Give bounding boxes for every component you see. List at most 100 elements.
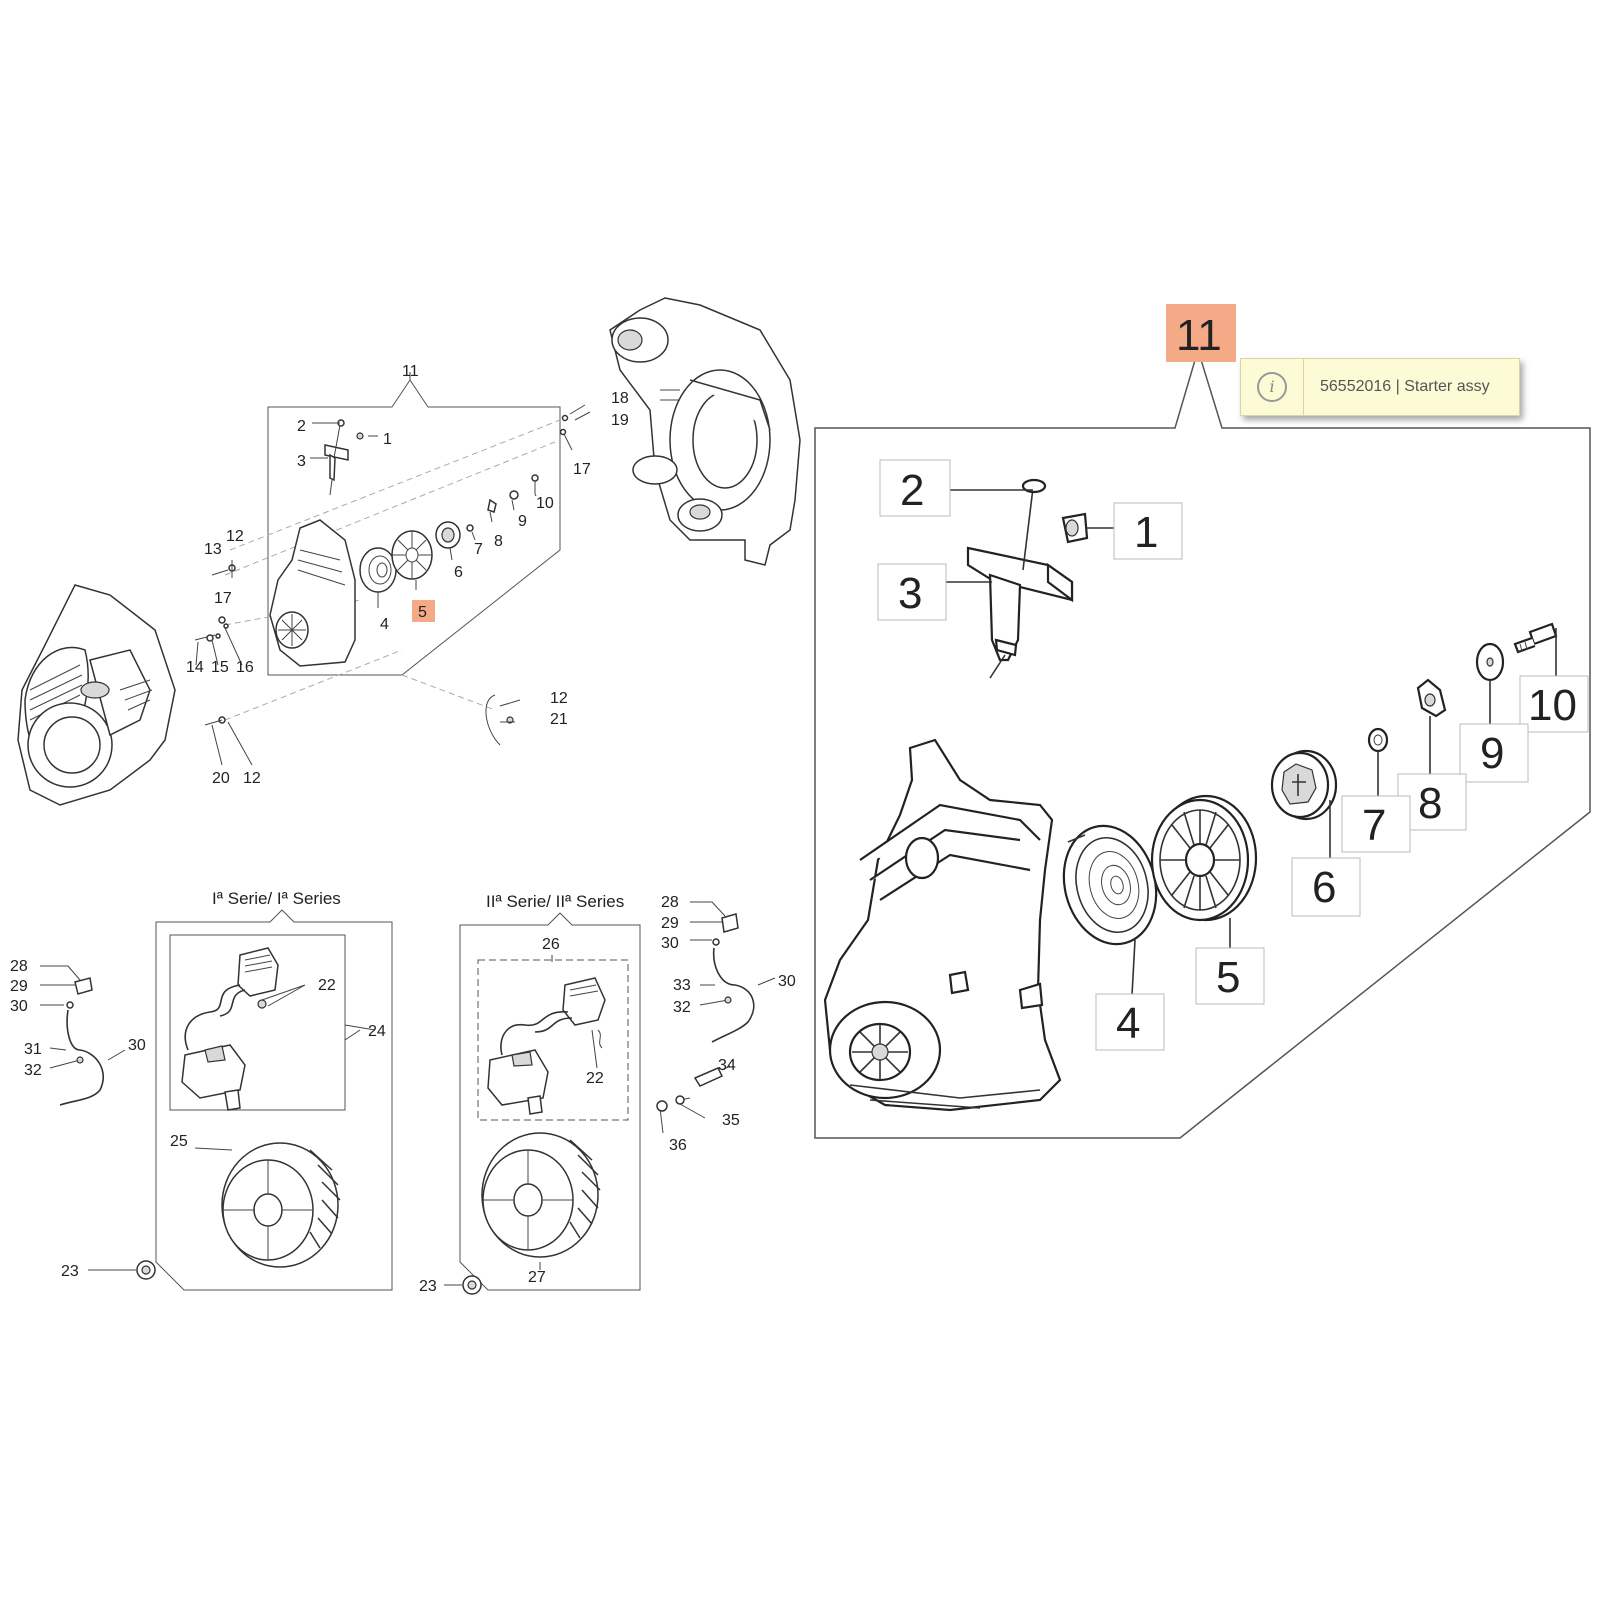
label-large-11[interactable]: 11: [1176, 311, 1222, 360]
label-small-4[interactable]: 4: [380, 616, 389, 633]
screw-part[interactable]: [1513, 622, 1558, 654]
label-small-3[interactable]: 3: [297, 453, 306, 470]
wiring-left: [40, 965, 126, 1106]
label-small-12c[interactable]: 12: [243, 770, 261, 787]
label-small-1[interactable]: 1: [383, 431, 392, 448]
starter-housing-part[interactable]: [823, 738, 1062, 1112]
label-small-17b[interactable]: 17: [214, 590, 232, 607]
label-small-9[interactable]: 9: [518, 513, 527, 530]
label-small-12b[interactable]: 12: [550, 690, 568, 707]
label-small-32b[interactable]: 32: [673, 999, 691, 1016]
label-large-6[interactable]: 6: [1312, 863, 1336, 912]
label-small-13[interactable]: 13: [204, 541, 222, 558]
label-small-31[interactable]: 31: [24, 1041, 42, 1058]
recoil-spring-part[interactable]: [1051, 815, 1169, 954]
first-series-group: [88, 909, 393, 1291]
label-small-24[interactable]: 24: [368, 1023, 386, 1040]
rope-pulley-part[interactable]: [1150, 794, 1258, 922]
label-small-21[interactable]: 21: [550, 711, 568, 728]
washer-small-part[interactable]: [466, 524, 474, 532]
label-small-16[interactable]: 16: [236, 659, 254, 676]
ratchet-part[interactable]: [1270, 749, 1338, 821]
label-small-20[interactable]: 20: [212, 770, 230, 787]
label-small-34[interactable]: 34: [718, 1057, 736, 1074]
washer-9-small-part[interactable]: [509, 490, 519, 500]
engine-part[interactable]: [17, 584, 176, 806]
label-large-1[interactable]: 1: [1134, 508, 1158, 557]
handle-small-part[interactable]: [324, 419, 364, 496]
label-small-25[interactable]: 25: [170, 1133, 188, 1150]
label-small-8[interactable]: 8: [494, 533, 503, 550]
starter-housing-small-part[interactable]: [269, 519, 356, 667]
label-small-10[interactable]: 10: [536, 495, 554, 512]
label-small-12[interactable]: 12: [226, 528, 244, 545]
label-small-15[interactable]: 15: [211, 659, 229, 676]
second-series-title: IIª Serie/ IIª Series: [486, 892, 624, 911]
label-small-28b[interactable]: 28: [661, 894, 679, 911]
callouts-small: 11 2 1 3 18 19 17 10 9 8 7 6 5 4 13 12 1…: [10, 363, 796, 1295]
label-small-22b[interactable]: 22: [586, 1070, 604, 1087]
label-small-7[interactable]: 7: [474, 541, 483, 558]
label-small-27[interactable]: 27: [528, 1269, 546, 1286]
label-small-2[interactable]: 2: [297, 418, 306, 435]
label-large-9[interactable]: 9: [1480, 729, 1504, 778]
starter-handle-part[interactable]: [966, 478, 1074, 679]
label-small-35[interactable]: 35: [722, 1112, 740, 1129]
callouts-large: 11 2 1 3 10 9 8 7 6 5 4: [877, 304, 1589, 1051]
pawl-part[interactable]: [1416, 678, 1447, 718]
label-small-22[interactable]: 22: [318, 977, 336, 994]
nut-first-part[interactable]: [136, 1260, 156, 1280]
highlight-large-11: [1166, 304, 1236, 362]
spring-small-part[interactable]: [359, 547, 397, 593]
blower-housing-part[interactable]: [609, 297, 801, 566]
label-small-19[interactable]: 19: [611, 412, 629, 429]
pulley-small-part[interactable]: [391, 530, 433, 580]
starter-group-small: [224, 372, 561, 721]
flywheel-second-part[interactable]: [481, 1132, 601, 1258]
label-small-23b[interactable]: 23: [419, 1278, 437, 1295]
grommet-part[interactable]: [1061, 512, 1089, 544]
label-small-5[interactable]: 5: [418, 604, 427, 621]
label-small-30d[interactable]: 30: [778, 973, 796, 990]
second-series-group: [444, 912, 641, 1295]
washer-part[interactable]: [1367, 727, 1389, 753]
label-small-33[interactable]: 33: [673, 977, 691, 994]
label-small-29[interactable]: 29: [10, 978, 28, 995]
label-small-6[interactable]: 6: [454, 564, 463, 581]
label-small-30b[interactable]: 30: [128, 1037, 146, 1054]
label-small-23[interactable]: 23: [61, 1263, 79, 1280]
part-info-tooltip[interactable]: i 56552016 | Starter assy: [1240, 358, 1520, 416]
tooltip-text: 56552016 | Starter assy: [1320, 378, 1490, 395]
label-large-10[interactable]: 10: [1528, 681, 1577, 730]
wiring-center: [656, 901, 776, 1134]
label-large-4[interactable]: 4: [1116, 999, 1140, 1048]
label-small-28[interactable]: 28: [10, 958, 28, 975]
first-series-title: Iª Serie/ Iª Series: [212, 889, 341, 908]
label-small-30[interactable]: 30: [10, 998, 28, 1015]
label-small-30c[interactable]: 30: [661, 935, 679, 952]
fasteners-small: [194, 404, 591, 766]
info-icon[interactable]: i: [1241, 359, 1304, 415]
ignition-coil-second-part[interactable]: [487, 977, 606, 1115]
ignition-coil-first-part[interactable]: [181, 947, 279, 1111]
label-small-32[interactable]: 32: [24, 1062, 42, 1079]
flywheel-first-part[interactable]: [221, 1142, 341, 1268]
label-large-3[interactable]: 3: [898, 569, 922, 618]
flat-washer-part[interactable]: [1475, 642, 1505, 682]
starter-assembly-detail: [814, 347, 1591, 1139]
label-small-11[interactable]: 11: [402, 363, 419, 380]
ratchet-small-part[interactable]: [435, 521, 461, 549]
label-small-18[interactable]: 18: [611, 390, 629, 407]
label-large-7[interactable]: 7: [1362, 801, 1386, 850]
pawl-small-part[interactable]: [487, 498, 497, 513]
label-small-36[interactable]: 36: [669, 1137, 687, 1154]
label-small-14[interactable]: 14: [186, 659, 204, 676]
label-large-2[interactable]: 2: [900, 466, 924, 515]
label-large-8[interactable]: 8: [1418, 779, 1442, 828]
label-small-17[interactable]: 17: [573, 461, 591, 478]
label-small-26[interactable]: 26: [542, 936, 560, 953]
label-large-5[interactable]: 5: [1216, 953, 1240, 1002]
label-small-29b[interactable]: 29: [661, 915, 679, 932]
nut-second-part[interactable]: [462, 1275, 482, 1295]
